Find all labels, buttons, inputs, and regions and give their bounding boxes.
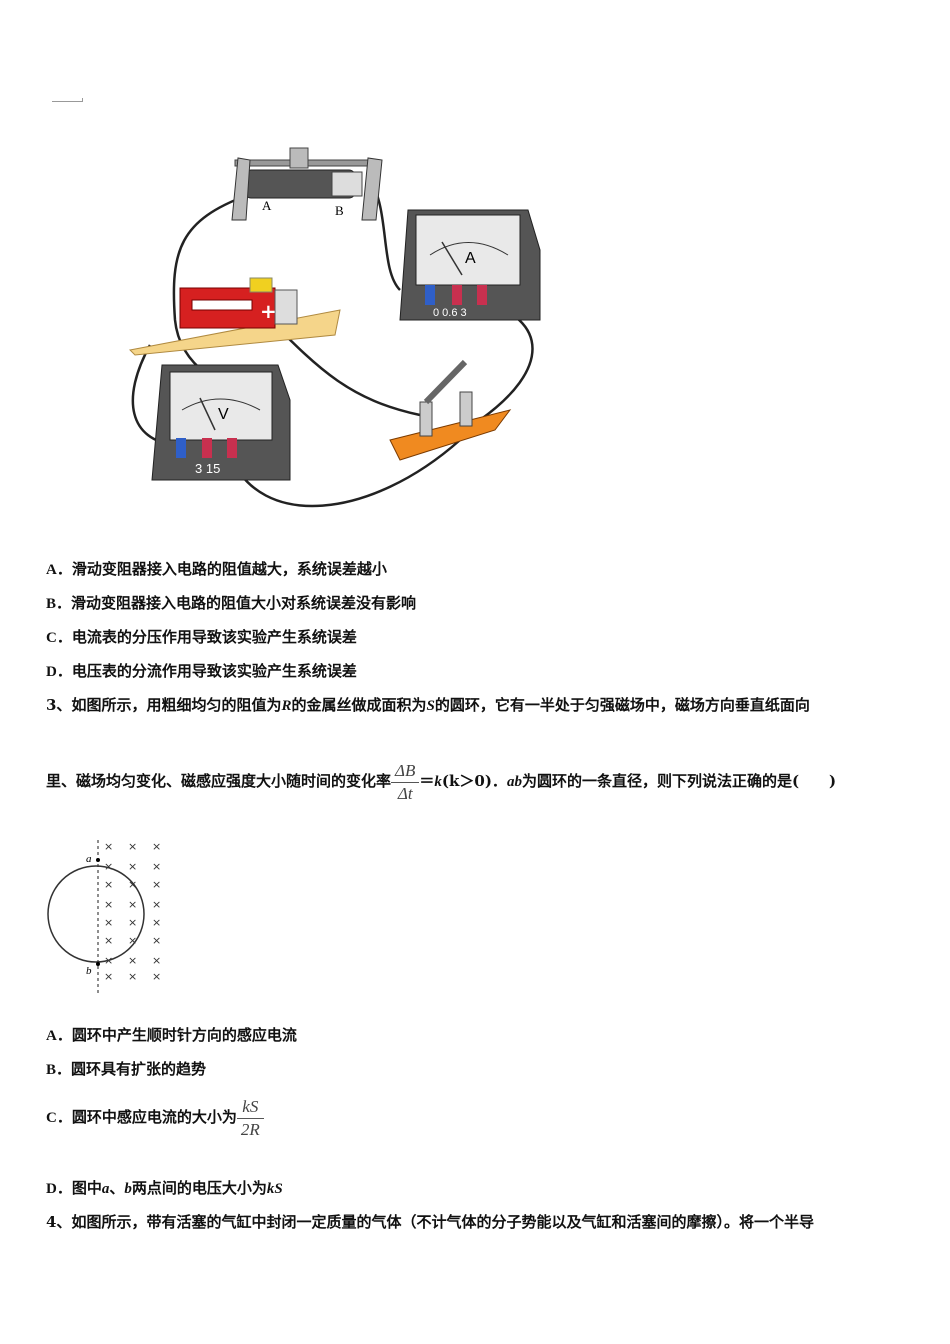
svg-text:×: × xyxy=(152,898,161,911)
q3-stem-line1: 3、如图所示，用粗细均匀的阻值为R的金属丝做成面积为S的圆环，它有一半处于匀强磁… xyxy=(46,695,810,716)
q3-k-condition: (k＞0)． xyxy=(441,772,507,790)
q3-line1-pre: 如图所示，用粗细均匀的阻值为 xyxy=(71,696,282,714)
svg-text:×: × xyxy=(152,970,161,983)
ring-magnetic-field-figure: a b × × × × × × × × × × × × × × × × × × × × × × × × xyxy=(47,840,161,994)
q3-option-a-text: 圆环中产生顺时针方向的感应电流 xyxy=(71,1026,297,1044)
q2-option-b: B．滑动变阻器接入电路的阻值大小对系统误差没有影响 xyxy=(46,593,416,614)
svg-text:×: × xyxy=(128,916,137,929)
q4-text: 如图所示，带有活塞的气缸中封闭一定质量的气体（不计气体的分子势能以及气缸和活塞间… xyxy=(71,1213,814,1231)
svg-text:×: × xyxy=(152,916,161,929)
voltmeter-symbol: V xyxy=(218,406,229,423)
q2-option-c-letter: C． xyxy=(46,630,72,646)
q3-option-c-denominator: 2R xyxy=(240,1119,260,1139)
svg-text:×: × xyxy=(104,954,113,967)
page-corner-mark xyxy=(52,98,83,102)
q3-var-ab: ab xyxy=(506,774,522,790)
svg-text:×: × xyxy=(152,954,161,967)
voltmeter-terminal-labels: 3 15 xyxy=(195,461,220,476)
svg-text:×: × xyxy=(128,840,137,853)
q3-option-d-var-a: a xyxy=(101,1181,110,1197)
q3-option-a-letter: A． xyxy=(46,1028,72,1044)
svg-text:×: × xyxy=(104,916,113,929)
svg-text:×: × xyxy=(152,860,161,873)
svg-text:×: × xyxy=(104,898,113,911)
q4-stem: 4、如图所示，带有活塞的气缸中封闭一定质量的气体（不计气体的分子势能以及气缸和活… xyxy=(46,1212,814,1232)
svg-text:×: × xyxy=(152,934,161,947)
q2-option-b-text: 滑动变阻器接入电路的阻值大小对系统误差没有影响 xyxy=(71,594,417,612)
q3-option-d-pre: 图中 xyxy=(71,1179,102,1197)
q4-number: 4、 xyxy=(46,1213,72,1231)
q2-option-d: D．电压表的分流作用导致该实验产生系统误差 xyxy=(46,661,357,682)
battery: + xyxy=(128,277,341,356)
q2-option-c-text: 电流表的分压作用导致该实验产生系统误差 xyxy=(71,628,357,646)
svg-text:×: × xyxy=(128,860,137,873)
svg-text:×: × xyxy=(104,970,113,983)
q3-var-r: R xyxy=(281,698,292,714)
q3-equals: ＝ xyxy=(419,772,435,790)
ring-point-b: b xyxy=(86,965,92,977)
q3-line2-post: 为圆环的一条直径，则下列说法正确的是( ) xyxy=(521,772,837,790)
voltmeter: V 3 15 xyxy=(151,364,291,481)
rheostat-terminal-a-label: A xyxy=(262,198,272,213)
q2-option-a-letter: A． xyxy=(46,562,72,578)
q2-option-d-text: 电压表的分流作用导致该实验产生系统误差 xyxy=(71,662,357,680)
q3-option-d-letter: D． xyxy=(46,1181,72,1197)
q3-option-d-mid: 两点间的电压大小为 xyxy=(131,1179,267,1197)
q3-var-s: S xyxy=(426,698,435,714)
battery-plus-sign: + xyxy=(260,299,277,323)
svg-text:×: × xyxy=(104,860,113,873)
q3-option-c-letter: C． xyxy=(46,1110,72,1126)
q3-option-b: B．圆环具有扩张的趋势 xyxy=(46,1059,206,1080)
svg-text:×: × xyxy=(152,840,161,853)
ammeter-symbol: A xyxy=(465,250,476,267)
q3-line2-pre: 里、磁场均匀变化、磁感应强度大小随时间的变化率 xyxy=(46,772,392,790)
q2-option-c: C．电流表的分压作用导致该实验产生系统误差 xyxy=(46,627,357,648)
ammeter-terminal-labels: 0 0.6 3 xyxy=(433,307,467,319)
q3-option-d-sep: 、 xyxy=(109,1179,125,1197)
rheostat-terminal-b-label: B xyxy=(335,203,344,218)
field-into-page-marks: × × × × × × × × × × × × × × × × × × × × × × × × xyxy=(104,840,161,983)
q3-line1-mid: 的金属丝做成面积为 xyxy=(291,696,427,714)
q3-option-b-text: 圆环具有扩张的趋势 xyxy=(71,1060,207,1078)
svg-text:×: × xyxy=(128,934,137,947)
svg-text:×: × xyxy=(104,934,113,947)
q2-option-a-text: 滑动变阻器接入电路的阻值越大，系统误差越小 xyxy=(71,560,387,578)
svg-text:×: × xyxy=(128,898,137,911)
svg-text:×: × xyxy=(104,878,113,891)
circuit-apparatus-figure: A B + A 0 0.6 3 V 3 xyxy=(128,147,541,508)
q2-option-b-letter: B． xyxy=(46,596,72,612)
q3-fraction-numerator: ΔB xyxy=(391,760,420,783)
ring-point-a: a xyxy=(86,853,92,865)
q3-option-c-text: 圆环中感应电流的大小为 xyxy=(71,1108,237,1126)
rheostat: A B xyxy=(231,147,383,221)
q3-option-b-letter: B． xyxy=(46,1062,72,1078)
svg-text:×: × xyxy=(152,878,161,891)
svg-text:×: × xyxy=(104,840,113,853)
q3-line1-post: 的圆环，它有一半处于匀强磁场中，磁场方向垂直纸面向 xyxy=(434,696,810,714)
q3-option-c-numerator: kS xyxy=(236,1096,264,1119)
q2-option-a: A．滑动变阻器接入电路的阻值越大，系统误差越小 xyxy=(46,559,387,580)
svg-text:×: × xyxy=(128,954,137,967)
q3-fraction-denominator: Δt xyxy=(397,783,413,803)
ammeter: A 0 0.6 3 xyxy=(399,209,541,321)
knife-switch xyxy=(389,359,512,461)
q3-option-d-value: kS xyxy=(266,1181,283,1197)
svg-text:×: × xyxy=(128,970,137,983)
q3-var-k: k xyxy=(434,774,442,790)
q3-option-d-var-b: b xyxy=(124,1181,132,1197)
q3-option-d: D．图中a、b两点间的电压大小为kS xyxy=(46,1178,283,1199)
q3-option-a: A．圆环中产生顺时针方向的感应电流 xyxy=(46,1025,297,1046)
q3-number: 3、 xyxy=(46,696,72,714)
svg-text:×: × xyxy=(128,878,137,891)
q2-option-d-letter: D． xyxy=(46,664,72,680)
